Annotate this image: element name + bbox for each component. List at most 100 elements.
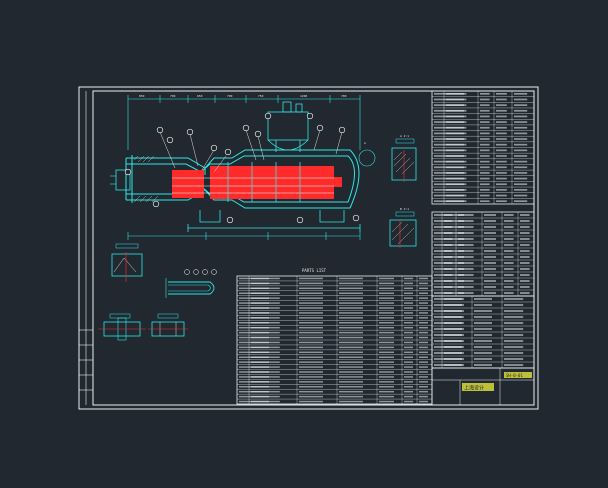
illegible-cell-text — [379, 386, 394, 388]
illegible-cell-text — [299, 386, 323, 388]
illegible-cell-text — [239, 390, 269, 393]
illegible-cell-text — [404, 277, 413, 280]
illegible-cell-text — [404, 366, 413, 368]
illegible-cell-text — [458, 256, 474, 258]
illegible-cell-text — [496, 177, 507, 180]
illegible-cell-text — [419, 302, 428, 304]
illegible-cell-text — [379, 322, 394, 324]
illegible-cell-text — [404, 341, 413, 344]
illegible-cell-text — [496, 189, 507, 191]
illegible-cell-text — [339, 297, 363, 299]
illegible-cell-text — [484, 238, 496, 240]
illegible-cell-text — [496, 98, 507, 101]
vessel-shell — [110, 149, 360, 209]
illegible-cell-text — [299, 336, 323, 339]
illegible-cell-text — [480, 121, 490, 123]
illegible-cell-text — [419, 326, 428, 329]
illegible-cell-text — [514, 155, 528, 157]
illegible-cell-text — [434, 262, 464, 264]
illegible-cell-text — [496, 160, 507, 163]
illegible-cell-text — [474, 340, 492, 342]
svg-text:1200: 1200 — [300, 94, 307, 98]
illegible-cell-text — [514, 126, 528, 129]
illegible-cell-text — [419, 292, 428, 294]
illegible-cell-text — [434, 226, 464, 228]
illegible-cell-text — [419, 381, 428, 383]
illegible-cell-text — [239, 371, 269, 373]
illegible-cell-text — [379, 381, 394, 383]
illegible-cell-text — [434, 115, 464, 118]
illegible-cell-text — [239, 302, 269, 304]
illegible-cell-text — [504, 220, 514, 222]
illegible-cell-text — [379, 336, 394, 339]
illegible-cell-text — [434, 346, 464, 348]
illegible-cell-text — [339, 381, 363, 383]
parts-list-rows — [237, 276, 432, 404]
illegible-cell-text — [404, 317, 413, 319]
illegible-cell-text — [379, 346, 394, 349]
illegible-cell-text — [520, 286, 530, 288]
title-block-code: SH-0-01 — [506, 373, 523, 378]
illegible-cell-text — [339, 341, 363, 344]
illegible-cell-text — [504, 364, 524, 366]
illegible-cell-text — [480, 172, 490, 174]
illegible-cell-text — [458, 250, 474, 252]
parts-list-title: PARTS LIST — [302, 268, 327, 273]
illegible-cell-text — [404, 287, 413, 290]
illegible-cell-text — [339, 317, 363, 319]
illegible-cell-text — [434, 268, 464, 270]
illegible-cell-text — [496, 143, 507, 146]
illegible-cell-text — [404, 282, 413, 285]
nozzle-table-rows — [432, 212, 534, 296]
illegible-cell-text — [299, 287, 323, 290]
illegible-cell-text — [419, 317, 428, 319]
svg-text:700: 700 — [341, 94, 347, 98]
illegible-cell-text — [299, 297, 323, 299]
illegible-cell-text — [404, 322, 413, 324]
illegible-cell-text — [514, 92, 528, 95]
technical-data-rows — [432, 91, 534, 204]
illegible-cell-text — [419, 331, 428, 334]
illegible-cell-text — [419, 371, 428, 373]
illegible-cell-text — [474, 310, 492, 312]
illegible-cell-text — [299, 331, 323, 334]
illegible-cell-text — [379, 331, 394, 334]
illegible-cell-text — [514, 98, 528, 101]
illegible-cell-text — [458, 262, 474, 264]
illegible-cell-text — [520, 262, 530, 264]
illegible-cell-text — [239, 366, 269, 368]
illegible-cell-text — [339, 376, 363, 378]
illegible-cell-text — [496, 126, 507, 129]
illegible-cell-text — [339, 312, 363, 314]
illegible-cell-text — [434, 104, 464, 106]
illegible-cell-text — [299, 366, 323, 368]
illegible-cell-text — [419, 341, 428, 344]
illegible-cell-text — [480, 138, 490, 140]
illegible-cell-text — [434, 244, 464, 246]
illegible-cell-text — [434, 358, 464, 360]
svg-text:650: 650 — [197, 94, 203, 98]
illegible-cell-text — [239, 356, 269, 358]
detail-view-upper: A 2:1 — [391, 134, 417, 182]
illegible-cell-text — [239, 277, 269, 280]
illegible-cell-text — [496, 115, 507, 118]
illegible-cell-text — [504, 346, 524, 348]
illegible-cell-text — [419, 312, 428, 314]
illegible-cell-text — [484, 268, 496, 270]
illegible-cell-text — [480, 194, 490, 197]
illegible-cell-text — [339, 351, 363, 354]
illegible-cell-text — [299, 400, 323, 403]
detail-a: A — [358, 141, 376, 167]
illegible-cell-text — [458, 244, 474, 246]
svg-text:700: 700 — [227, 94, 233, 98]
illegible-cell-text — [504, 262, 514, 264]
illegible-cell-text — [419, 400, 428, 403]
illegible-cell-text — [339, 356, 363, 358]
illegible-cell-text — [434, 292, 464, 294]
illegible-cell-text — [520, 256, 530, 258]
illegible-cell-text — [458, 226, 474, 228]
svg-text:A 2:1: A 2:1 — [400, 134, 409, 138]
illegible-cell-text — [496, 104, 507, 106]
illegible-cell-text — [474, 352, 492, 354]
illegible-cell-text — [484, 232, 496, 234]
